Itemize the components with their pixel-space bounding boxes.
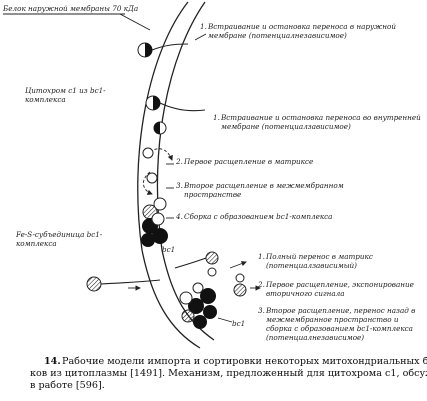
bc1-label-lower: bc1 [232,319,245,328]
svg-text:2.: 2. [257,280,265,289]
outer-membrane-protein-label: Белок наружной мембраны 70 кДа [2,4,138,13]
precursor-circle [142,147,154,159]
svg-text:Первое расщепление в матриксе: Первое расщепление в матриксе [183,157,313,166]
fes-precursor-icon [86,276,161,292]
lower-pathway-step-2: 2. Первое расщепление, экспонирование вт… [257,280,414,298]
lower-pathway-step-1: 1. Полный перенос в матрикс (потенциалза… [258,252,373,270]
bc1-complex-upper [141,197,168,247]
outer-membrane [137,1,201,349]
upper-pathway-step-4: 4. Сборка с образованием bc1-комплекса [175,212,332,221]
pointer-line [119,13,151,31]
cytochrome-precursor-icon [145,95,206,112]
svg-text:1.: 1. [258,252,265,261]
arrow [194,33,207,41]
bc1-label-upper: bc1 [162,245,175,254]
lower-pathway-step-3: 3. Второе расщепление, перенос назад в м… [258,306,415,342]
caption-line-3: в работе [596]. [30,380,105,391]
svg-text:Сборка с образованием bc1-комп: Сборка с образованием bc1-комплекса [184,212,332,221]
caption-number: 14. [44,356,61,367]
svg-text:1.: 1. [213,113,220,122]
figure-caption: 14. Рабочие модели импорта и сортировки … [30,356,427,391]
svg-text:4.: 4. [175,212,183,221]
upper-pathway-step-2: 2. Первое расщепление в матриксе [175,157,313,166]
bc1-complex-lower [179,282,217,329]
upper-pathway-step-1b: 1. Встраивание и остановка переноса во в… [213,113,421,131]
svg-text:2.: 2. [175,157,183,166]
upper-pathway-step-1: 1. Встраивание и остановка переноса в на… [200,22,396,40]
svg-text:1.: 1. [200,22,207,31]
upper-pathway-step-3: 3. Второе расщепление в межмембранном пр… [176,181,344,199]
fes-subunit-label: Fe-S-субъединица bc1-комплекса [16,230,102,248]
cytochrome-c1-label: Цитохром c1 из bc1-комплекса [25,86,106,104]
import-intermediate-1 [174,251,219,277]
caption-line-1: Рабочие модели импорта и сортировки неко… [62,356,427,367]
svg-text:3.: 3. [176,181,183,190]
outer-membrane-protein-icon [137,42,189,58]
precursor-icon-2 [153,121,167,135]
caption-line-2: ков из цитоплазмы [1491]. Механизм, пред… [30,368,427,379]
svg-text:3.: 3. [258,306,265,315]
cleavage-arrow-2 [143,171,153,195]
import-intermediate-2 [233,273,247,297]
